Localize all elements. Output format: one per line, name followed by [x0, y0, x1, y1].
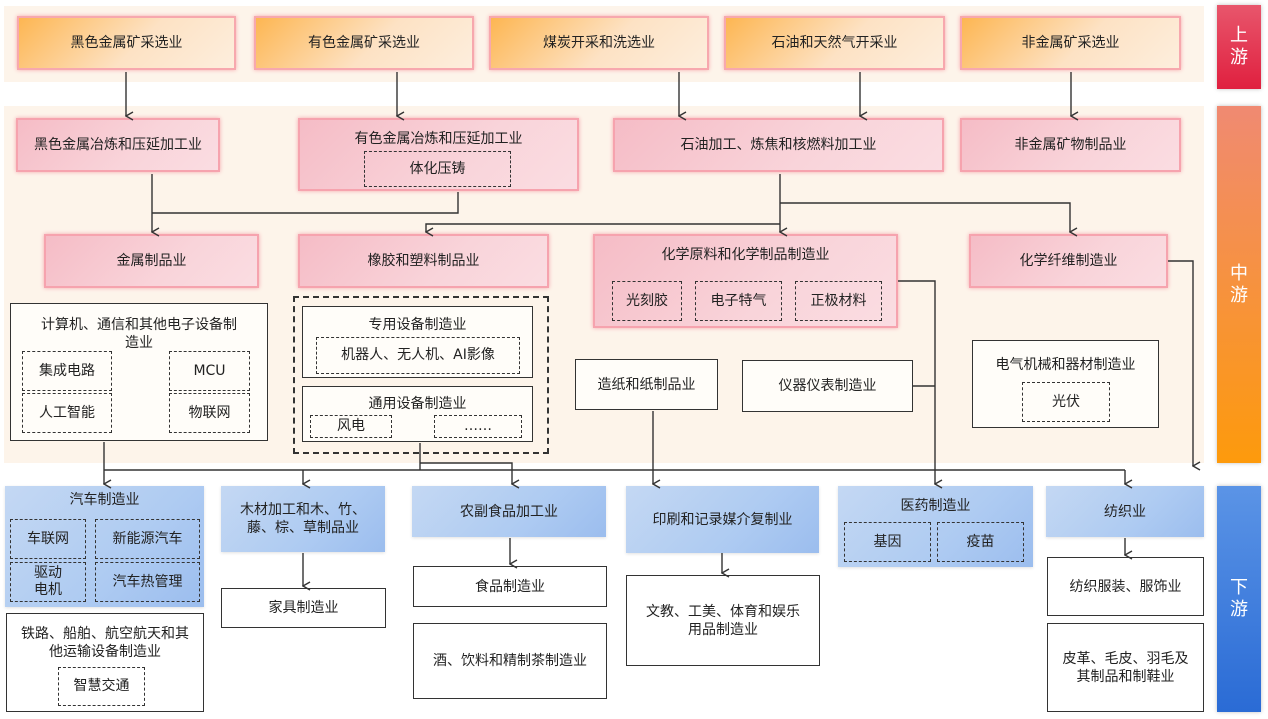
mid-rubber-plastic[interactable]: 橡胶和塑料制品业 — [298, 234, 549, 288]
tag-integrated-die-casting[interactable]: 体化压铸 — [364, 151, 511, 187]
tag-nev[interactable]: 新能源汽车 — [95, 519, 200, 559]
mid-electrical-title: 电气机械和器材制造业 — [995, 357, 1136, 373]
mid-paper[interactable]: 造纸和纸制品业 — [575, 359, 718, 410]
tag-connected-car[interactable]: 车联网 — [10, 519, 86, 559]
tag-iot[interactable]: 物联网 — [169, 393, 250, 433]
stage-midstream: 中游 — [1217, 106, 1261, 463]
down-auto[interactable]: 汽车制造业 车联网 新能源汽车 驱动电机 汽车热管理 — [5, 486, 204, 607]
tag-electronic-gas[interactable]: 电子特气 — [695, 281, 782, 321]
down-leather[interactable]: 皮革、毛皮、羽毛及其制品和制鞋业 — [1047, 623, 1204, 712]
down-printing[interactable]: 印刷和记录媒介复制业 — [626, 486, 819, 553]
mid-electronics-title: 计算机、通信和其他电子设备制造业 — [41, 317, 237, 351]
tag-photovoltaic[interactable]: 光伏 — [1022, 382, 1110, 422]
down-food[interactable]: 食品制造业 — [413, 566, 607, 607]
down-auto-title: 汽车制造业 — [69, 492, 140, 508]
down-wood[interactable]: 木材加工和木、竹、藤、棕、草制品业 — [221, 486, 385, 552]
mid-chemical-fiber[interactable]: 化学纤维制造业 — [969, 234, 1168, 288]
down-pharma[interactable]: 医药制造业 基因 疫苗 — [838, 486, 1033, 567]
tag-thermal-management[interactable]: 汽车热管理 — [95, 562, 200, 602]
stage-upstream: 上游 — [1217, 5, 1261, 89]
mid-electronics[interactable]: 计算机、通信和其他电子设备制造业 集成电路 MCU 人工智能 物联网 — [10, 303, 268, 441]
mid-petroleum[interactable]: 石油加工、炼焦和核燃料加工业 — [613, 118, 944, 172]
upstream-ferrous-mining[interactable]: 黑色金属矿采选业 — [17, 16, 236, 70]
mid-electrical[interactable]: 电气机械和器材制造业 光伏 — [972, 340, 1159, 428]
mid-special-equipment-title: 专用设备制造业 — [368, 317, 467, 333]
mid-nonmetal-mineral[interactable]: 非金属矿物制品业 — [960, 118, 1181, 172]
tag-ai[interactable]: 人工智能 — [22, 393, 112, 433]
mid-special-equipment[interactable]: 专用设备制造业 机器人、无人机、AI影像 — [302, 306, 533, 378]
mid-chemical-title: 化学原料和化学制品制造业 — [661, 247, 830, 263]
down-agri-food[interactable]: 农副食品加工业 — [412, 486, 606, 537]
mid-nonferrous-smelting[interactable]: 有色金属冶炼和压延加工业 体化压铸 — [298, 118, 579, 191]
tag-photoresist[interactable]: 光刻胶 — [612, 281, 682, 321]
upstream-oil-gas[interactable]: 石油和天然气开采业 — [724, 16, 945, 70]
tag-smart-transport[interactable]: 智慧交通 — [58, 667, 145, 706]
upstream-nonferrous-mining[interactable]: 有色金属矿采选业 — [254, 16, 474, 70]
down-pharma-title: 医药制造业 — [900, 498, 971, 514]
down-culture-goods[interactable]: 文教、工美、体育和娱乐用品制造业 — [626, 575, 820, 666]
mid-ferrous-smelting[interactable]: 黑色金属冶炼和压延加工业 — [16, 118, 220, 172]
upstream-nonmetal-mining[interactable]: 非金属矿采选业 — [960, 16, 1181, 70]
equipment-group — [293, 296, 549, 454]
tag-wind-power[interactable]: 风电 — [310, 415, 392, 438]
down-textile[interactable]: 纺织业 — [1046, 486, 1204, 537]
upstream-coal-mining[interactable]: 煤炭开采和洗选业 — [489, 16, 709, 70]
tag-gene[interactable]: 基因 — [844, 522, 931, 562]
mid-metal-products[interactable]: 金属制品业 — [44, 234, 259, 288]
mid-chemical[interactable]: 化学原料和化学制品制造业 光刻胶 电子特气 正极材料 — [593, 234, 898, 328]
down-furniture[interactable]: 家具制造业 — [221, 588, 386, 628]
mid-general-equipment-title: 通用设备制造业 — [368, 396, 467, 412]
mid-nonferrous-smelting-title: 有色金属冶炼和压延加工业 — [354, 131, 523, 147]
tag-mcu[interactable]: MCU — [169, 351, 250, 391]
stage-downstream: 下游 — [1217, 486, 1261, 712]
down-transport[interactable]: 铁路、船舶、航空航天和其他运输设备制造业 智慧交通 — [6, 613, 204, 712]
mid-general-equipment[interactable]: 通用设备制造业 风电 …… — [302, 386, 533, 442]
tag-drive-motor[interactable]: 驱动电机 — [10, 562, 86, 602]
mid-instruments[interactable]: 仪器仪表制造业 — [742, 360, 913, 412]
tag-integrated-circuit[interactable]: 集成电路 — [22, 351, 112, 391]
line-equipment-to-agri-food — [420, 462, 512, 484]
tag-robot-drone-ai-imaging[interactable]: 机器人、无人机、AI影像 — [316, 337, 520, 374]
down-transport-title: 铁路、船舶、航空航天和其他运输设备制造业 — [21, 626, 189, 660]
down-apparel[interactable]: 纺织服装、服饰业 — [1047, 557, 1204, 616]
tag-more[interactable]: …… — [434, 415, 522, 438]
tag-vaccine[interactable]: 疫苗 — [937, 522, 1024, 562]
down-beverage[interactable]: 酒、饮料和精制茶制造业 — [413, 623, 607, 699]
tag-cathode-material[interactable]: 正极材料 — [795, 281, 882, 321]
